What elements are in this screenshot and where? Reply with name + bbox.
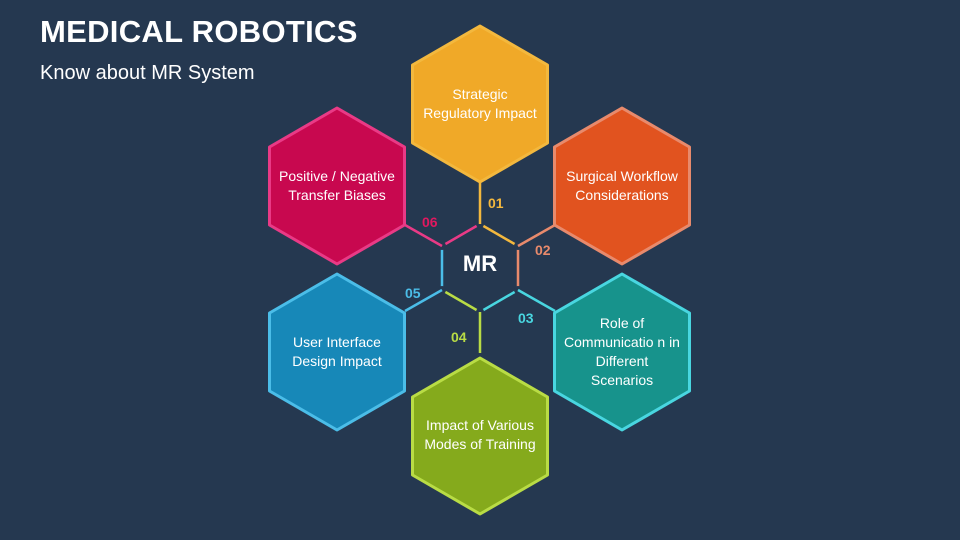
center-segment-01 [479, 222, 519, 248]
hexagon-04 [411, 356, 549, 516]
center-segment-06 [441, 222, 481, 248]
hex-label-02: Surgical Workflow Considerations [566, 168, 678, 203]
hexagon-02 [553, 106, 691, 266]
page-subtitle: Know about MR System [40, 62, 255, 84]
hexagon-06 [268, 106, 406, 266]
center-segment-03 [479, 288, 519, 314]
center-hex [440, 222, 520, 314]
hexagon-01 [411, 24, 549, 184]
hex-label-05: User Interface Design Impact [292, 334, 382, 369]
center-label: MR [462, 251, 498, 276]
center-segment-04 [441, 288, 481, 314]
number-04: 04 [451, 329, 467, 345]
number-02: 02 [535, 242, 551, 258]
number-06: 06 [422, 214, 438, 230]
hex-label-01: Strategic Regulatory Impact [423, 86, 537, 121]
hex-label-03: Role of Communicatio n in Different Scen… [564, 315, 680, 388]
connector-03 [517, 288, 556, 313]
hex-label-04: Impact of Various Modes of Training [424, 417, 536, 452]
connector-02 [517, 223, 556, 248]
number-05: 05 [405, 285, 421, 301]
number-03: 03 [518, 310, 534, 326]
connector-05 [404, 288, 443, 313]
page-title: MEDICAL ROBOTICS [40, 14, 358, 49]
number-01: 01 [488, 195, 504, 211]
connector-06 [404, 223, 443, 248]
hexagon-05 [268, 272, 406, 432]
hex-label-06: Positive / Negative Transfer Biases [279, 168, 395, 203]
hexagon-03 [553, 272, 691, 432]
